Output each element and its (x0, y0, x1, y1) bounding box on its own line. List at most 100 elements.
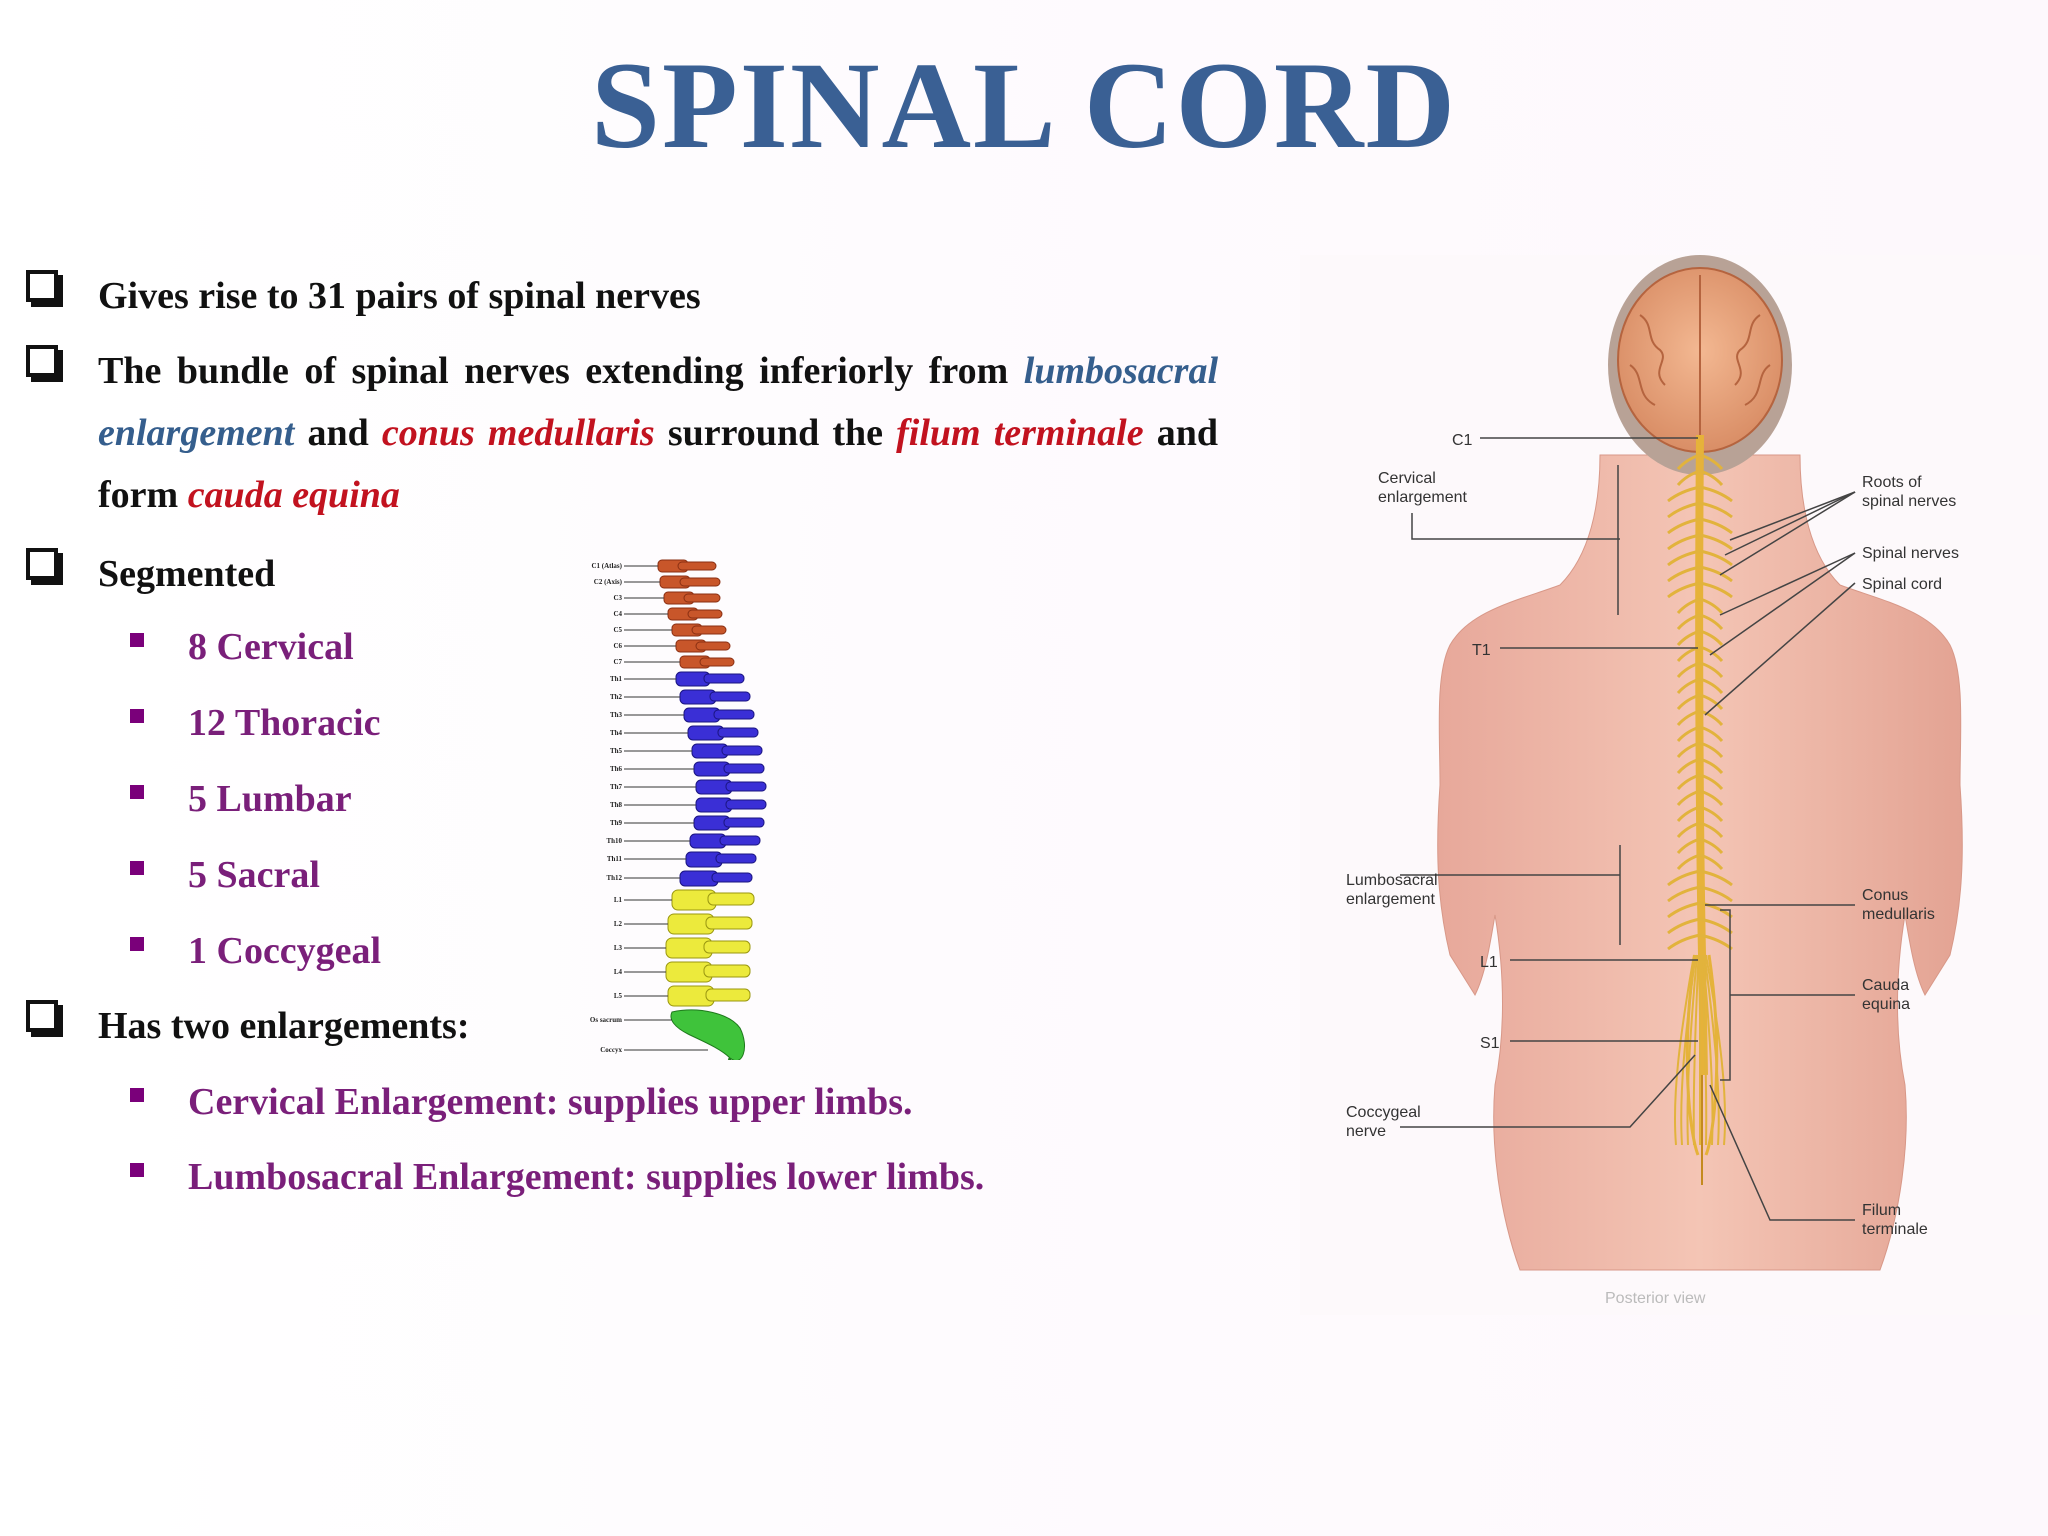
label-coccygeal-nerve-1: Coccygeal (1346, 1104, 1421, 1121)
spine-label-c1: C1 (Atlas) (591, 562, 622, 570)
label-filum-2: terminale (1862, 1221, 1928, 1238)
spinal-nerve-branch (1699, 693, 1724, 711)
spinal-nerve-branch (1676, 661, 1701, 679)
label-coccygeal-nerve-2: nerve (1346, 1123, 1386, 1140)
spinal-nerve-branch (1667, 885, 1701, 903)
cauda-equina-strand (1692, 954, 1700, 1146)
thoracic-vertebrae (675, 671, 767, 887)
spinal-nerves-group (1667, 453, 1733, 1146)
spinal-nerve-branch (1676, 773, 1701, 791)
spinal-nerve-branch (1699, 837, 1724, 855)
spinal-nerve-branch (1699, 629, 1724, 647)
spinal-nerve-branch (1676, 837, 1701, 855)
spinal-nerve-branch (1699, 789, 1724, 807)
para-text: and form (98, 412, 1218, 516)
spinal-nerve-branch (1699, 613, 1724, 631)
spinal-nerve-branch (1676, 693, 1701, 711)
spinal-nerve-branch (1676, 453, 1701, 471)
label-spinal-nerves: Spinal nerves (1862, 545, 1959, 562)
spinal-nerve-branch (1699, 645, 1724, 663)
spinal-nerve-branch (1676, 757, 1701, 775)
spinal-nerve-branch (1699, 581, 1733, 599)
enlargement-cervical: Cervical Enlargement: supplies upper lim… (188, 1081, 913, 1123)
spinal-nerve-branch (1676, 613, 1701, 631)
spine-label-coccyx: Coccyx (600, 1046, 622, 1054)
label-lumbosacral-enlargement-2: enlargement (1346, 891, 1436, 908)
label-roots-1: Roots of (1862, 474, 1922, 491)
spinal-nerve-branch (1699, 501, 1733, 519)
spinal-nerve-branch (1667, 517, 1701, 535)
cauda-equina-strand (1674, 954, 1695, 1146)
spine-label-th8: Th8 (610, 801, 623, 809)
spine-label-l1: L1 (614, 896, 623, 904)
spine-label-th1: Th1 (610, 675, 623, 683)
spinal-nerve-branch (1699, 677, 1724, 695)
spinal-nerve-branch (1676, 741, 1701, 759)
label-cervical-enlargement-1: Cervical (1378, 470, 1436, 487)
spinal-nerve-branch (1667, 917, 1701, 935)
spinal-nerve-branch (1667, 901, 1701, 919)
spinal-nerve-branch (1676, 853, 1701, 871)
spinal-nerve-branch (1699, 853, 1724, 871)
spine-label-th3: Th3 (610, 711, 623, 719)
bullet-two-enlargements: Has two enlargements: (98, 1005, 470, 1047)
spine-label-c6: C6 (613, 642, 622, 650)
spine-label-l3: L3 (614, 944, 623, 952)
segment-lumbar: 5 Lumbar (188, 778, 352, 820)
spine-label-c3: C3 (613, 594, 622, 602)
label-s1: S1 (1480, 1035, 1500, 1052)
enlargement-lumbosacral: Lumbosacral Enlargement: supplies lower … (188, 1156, 985, 1198)
square-bullet-icon (130, 861, 144, 875)
cervical-vertebrae (657, 559, 735, 669)
label-roots-2: spinal nerves (1862, 493, 1956, 510)
spine-label-sacrum: Os sacrum (590, 1016, 622, 1024)
spinal-nerve-branch (1699, 741, 1724, 759)
spine-label-th2: Th2 (610, 693, 623, 701)
para-text: and (307, 412, 369, 454)
spinal-nerve-branch (1667, 501, 1701, 519)
checkbox-bullet-icon (26, 270, 58, 302)
spine-label-th11: Th11 (607, 855, 623, 863)
label-c1: C1 (1452, 432, 1473, 449)
cauda-equina-strand (1702, 954, 1714, 1146)
spine-label-c4: C4 (613, 610, 622, 618)
spine-label-th10: Th10 (606, 837, 622, 845)
spinal-nerve-branch (1676, 469, 1701, 487)
spinal-nerve-branch (1667, 581, 1701, 599)
label-conus-1: Conus (1862, 887, 1908, 904)
spinal-nerve-branch (1699, 757, 1724, 775)
label-cervical-enlargement-2: enlargement (1378, 489, 1468, 506)
square-bullet-icon (130, 937, 144, 951)
spinal-nerve-branch (1699, 517, 1733, 535)
bullet-cauda-equina-paragraph: The bundle of spinal nerves extending in… (98, 340, 1218, 526)
label-lumbosacral-enlargement-1: Lumbosacral (1346, 872, 1438, 889)
cauda-equina-strand (1705, 954, 1726, 1146)
term-cauda-equina: cauda equina (187, 474, 400, 516)
segment-thoracic: 12 Thoracic (188, 702, 381, 744)
para-text: The bundle of spinal nerves extending in… (98, 350, 1009, 392)
spinal-nerve-branch (1699, 661, 1724, 679)
spine-label-l2: L2 (614, 920, 623, 928)
term-lumbosacral-enlargement: lumbosacral enlargement (98, 350, 1219, 454)
spinal-nerve-branch (1676, 805, 1701, 823)
checkbox-bullet-icon (26, 548, 58, 580)
spinal-nerve-branch (1676, 597, 1701, 615)
spine-label-c7: C7 (613, 658, 622, 666)
bullet-segmented: Segmented (98, 553, 276, 595)
spinal-nerve-branch (1699, 597, 1724, 615)
spinal-nerve-branch (1667, 869, 1701, 887)
spinal-nerve-branch (1699, 805, 1724, 823)
spine-label-th7: Th7 (610, 783, 623, 791)
cauda-equina-strand (1700, 954, 1708, 1146)
spinal-nerve-branch (1667, 565, 1701, 583)
spinal-nerve-branch (1699, 885, 1733, 903)
cauda-equina-strand (1680, 954, 1697, 1146)
label-cauda-2: equina (1862, 996, 1910, 1013)
label-filum-1: Filum (1862, 1202, 1901, 1219)
segment-coccygeal: 1 Coccygeal (188, 930, 382, 972)
slide-title: SPINAL CORD (590, 37, 1458, 174)
sacrum-shape (670, 1009, 745, 1061)
spine-label-th6: Th6 (610, 765, 623, 773)
bullet-spinal-nerves: Gives rise to 31 pairs of spinal nerves (98, 275, 701, 317)
spinal-cord-line (1695, 434, 1708, 1076)
